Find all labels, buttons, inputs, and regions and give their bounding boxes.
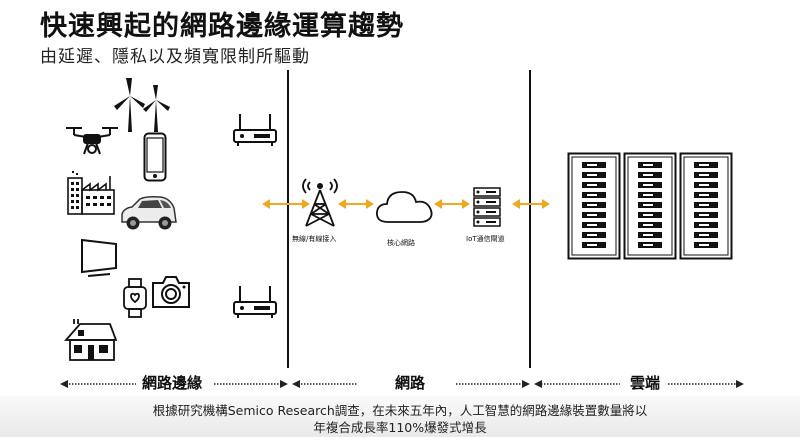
- core-network-label: 核心網路: [387, 239, 415, 247]
- smartphone-icon: [143, 132, 167, 182]
- car-icon: [121, 196, 177, 230]
- tv-icon: [81, 238, 117, 277]
- router-icon: [233, 114, 277, 146]
- zone-label-cloud: 雲端: [626, 372, 665, 393]
- router-icon: [233, 286, 277, 318]
- zone-label-edge: 網路邊緣: [138, 372, 207, 393]
- cell-tower-icon: [302, 178, 338, 227]
- server-rack-icon: [567, 152, 621, 260]
- core-gateway-arrow: [434, 199, 470, 209]
- server-rack-icon: [679, 152, 733, 260]
- iot-gateway-label: IoT通信閘道: [466, 235, 505, 243]
- gateway-icon: [473, 187, 501, 227]
- footer-line-1: 根據研究機構Semico Research調查，在未來五年內，人工智慧的網路邊緣…: [152, 403, 648, 418]
- zone-axis: [60, 380, 744, 388]
- page-title: 快速興起的網路邊緣運算趨勢: [40, 11, 404, 42]
- cloud-icon: [376, 191, 433, 223]
- edge-network-arrow: [262, 199, 310, 209]
- tower-core-arrow: [338, 199, 374, 209]
- page-subtitle: 由延遲、隱私以及頻寬限制所驅動: [40, 47, 310, 67]
- gateway-cloud-arrow: [512, 199, 550, 209]
- drone-icon: [66, 127, 118, 155]
- house-icon: [64, 319, 118, 361]
- wind-turbine-icon: [114, 78, 170, 132]
- smartwatch-icon: [123, 278, 147, 318]
- zone-label-network: 網路: [391, 372, 430, 393]
- server-rack-icon: [623, 152, 677, 260]
- edge-network-divider: [287, 70, 289, 368]
- factory-icon: [67, 171, 115, 215]
- footer-line-2: 年複合成長率110%爆發式增長: [313, 420, 487, 435]
- network-cloud-divider: [529, 70, 531, 368]
- wireless-access-label: 無線/有線接入: [292, 235, 337, 243]
- camera-icon: [152, 276, 190, 308]
- footer-caption: 根據研究機構Semico Research調查，在未來五年內，人工智慧的網路邊緣…: [0, 396, 800, 437]
